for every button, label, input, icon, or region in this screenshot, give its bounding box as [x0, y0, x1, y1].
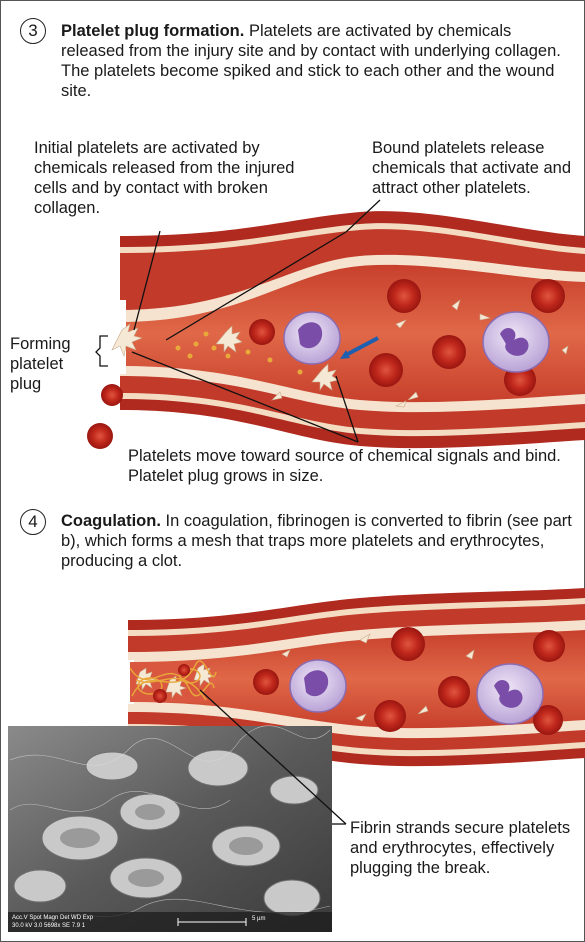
micrograph-info-line-2: 30.0 kV 3.0 5698x SE 7.9 1 — [12, 923, 86, 929]
step-3-description: Platelet plug formation. Platelets are a… — [61, 21, 573, 101]
label-bound-platelets: Bound platelets release chemicals that a… — [372, 138, 582, 198]
step-3-number: 3 — [28, 21, 37, 41]
electron-micrograph: Acc.V Spot Magn Det WD Exp 30.0 kV 3.0 5… — [8, 726, 332, 932]
clot-mesh — [130, 661, 216, 703]
step-4-number: 4 — [28, 512, 37, 532]
step-4-title: Coagulation. — [61, 512, 161, 530]
step-3-circle: 3 — [20, 18, 46, 44]
step-4-description: Coagulation. In coagulation, fibrinogen … — [61, 511, 573, 571]
label-fibrin-strands: Fibrin strands secure platelets and eryt… — [350, 818, 578, 878]
label-initial-platelets: Initial platelets are activated by chemi… — [34, 138, 314, 218]
step-3-title: Platelet plug formation. — [61, 22, 244, 40]
micrograph-info-line-1: Acc.V Spot Magn Det WD Exp — [12, 915, 94, 921]
label-forming-platelet-plug: Forming platelet plug — [10, 334, 94, 394]
step-4-circle: 4 — [20, 509, 46, 535]
micrograph-scale-label: 5 µm — [252, 916, 265, 922]
label-platelets-move: Platelets move toward source of chemical… — [128, 446, 578, 486]
